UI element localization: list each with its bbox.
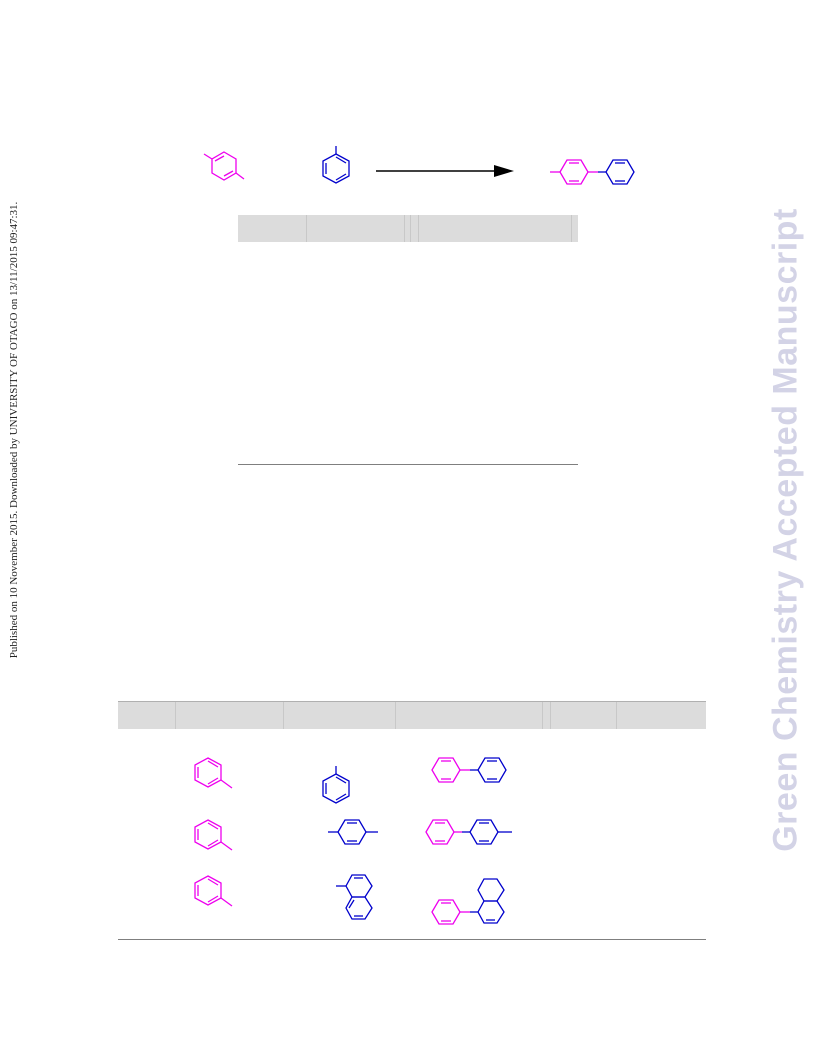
row-1-substrate-b-structure (322, 766, 350, 804)
table-1 (238, 215, 578, 465)
table-1-bottom-rule (238, 464, 578, 465)
row-2-substrate-a-structure (194, 819, 233, 851)
row-3-substrate-b-structure (336, 874, 373, 920)
publication-note-text: Published on 10 November 2015. Downloade… (8, 201, 20, 659)
reactant-a-structure (203, 151, 245, 181)
table-2-column-divider (616, 702, 617, 729)
table-1-column-divider (418, 215, 419, 242)
table-1-header (238, 215, 578, 242)
row-2-substrate-b-structure (328, 819, 378, 845)
table-2-column-divider (542, 702, 543, 729)
table-2-column-divider (550, 702, 551, 729)
publication-note: Published on 10 November 2015. Downloade… (0, 0, 30, 1056)
table-2-column-divider (175, 702, 176, 729)
table-1-column-divider (571, 215, 572, 242)
table-1-column-divider (410, 215, 411, 242)
table-2-header (118, 701, 706, 729)
row-1-product-structure (431, 757, 507, 783)
row-3-substrate-a-structure (194, 875, 233, 907)
reactant-b-structure (322, 146, 350, 184)
row-1-substrate-a-structure (194, 757, 233, 789)
table-1-column-divider (306, 215, 307, 242)
watermark-text: Green Chemistry Accepted Manuscript (766, 208, 805, 852)
table-1-column-divider (404, 215, 405, 242)
reaction-arrow (376, 165, 514, 177)
table-2 (118, 701, 706, 940)
watermark: Green Chemistry Accepted Manuscript (756, 0, 816, 1056)
row-3-product-structure (431, 878, 505, 925)
product-structure (550, 159, 635, 185)
table-2-column-divider (395, 702, 396, 729)
row-2-product-structure (425, 819, 512, 845)
table-2-bottom-rule (118, 939, 706, 940)
table-2-column-divider (283, 702, 284, 729)
